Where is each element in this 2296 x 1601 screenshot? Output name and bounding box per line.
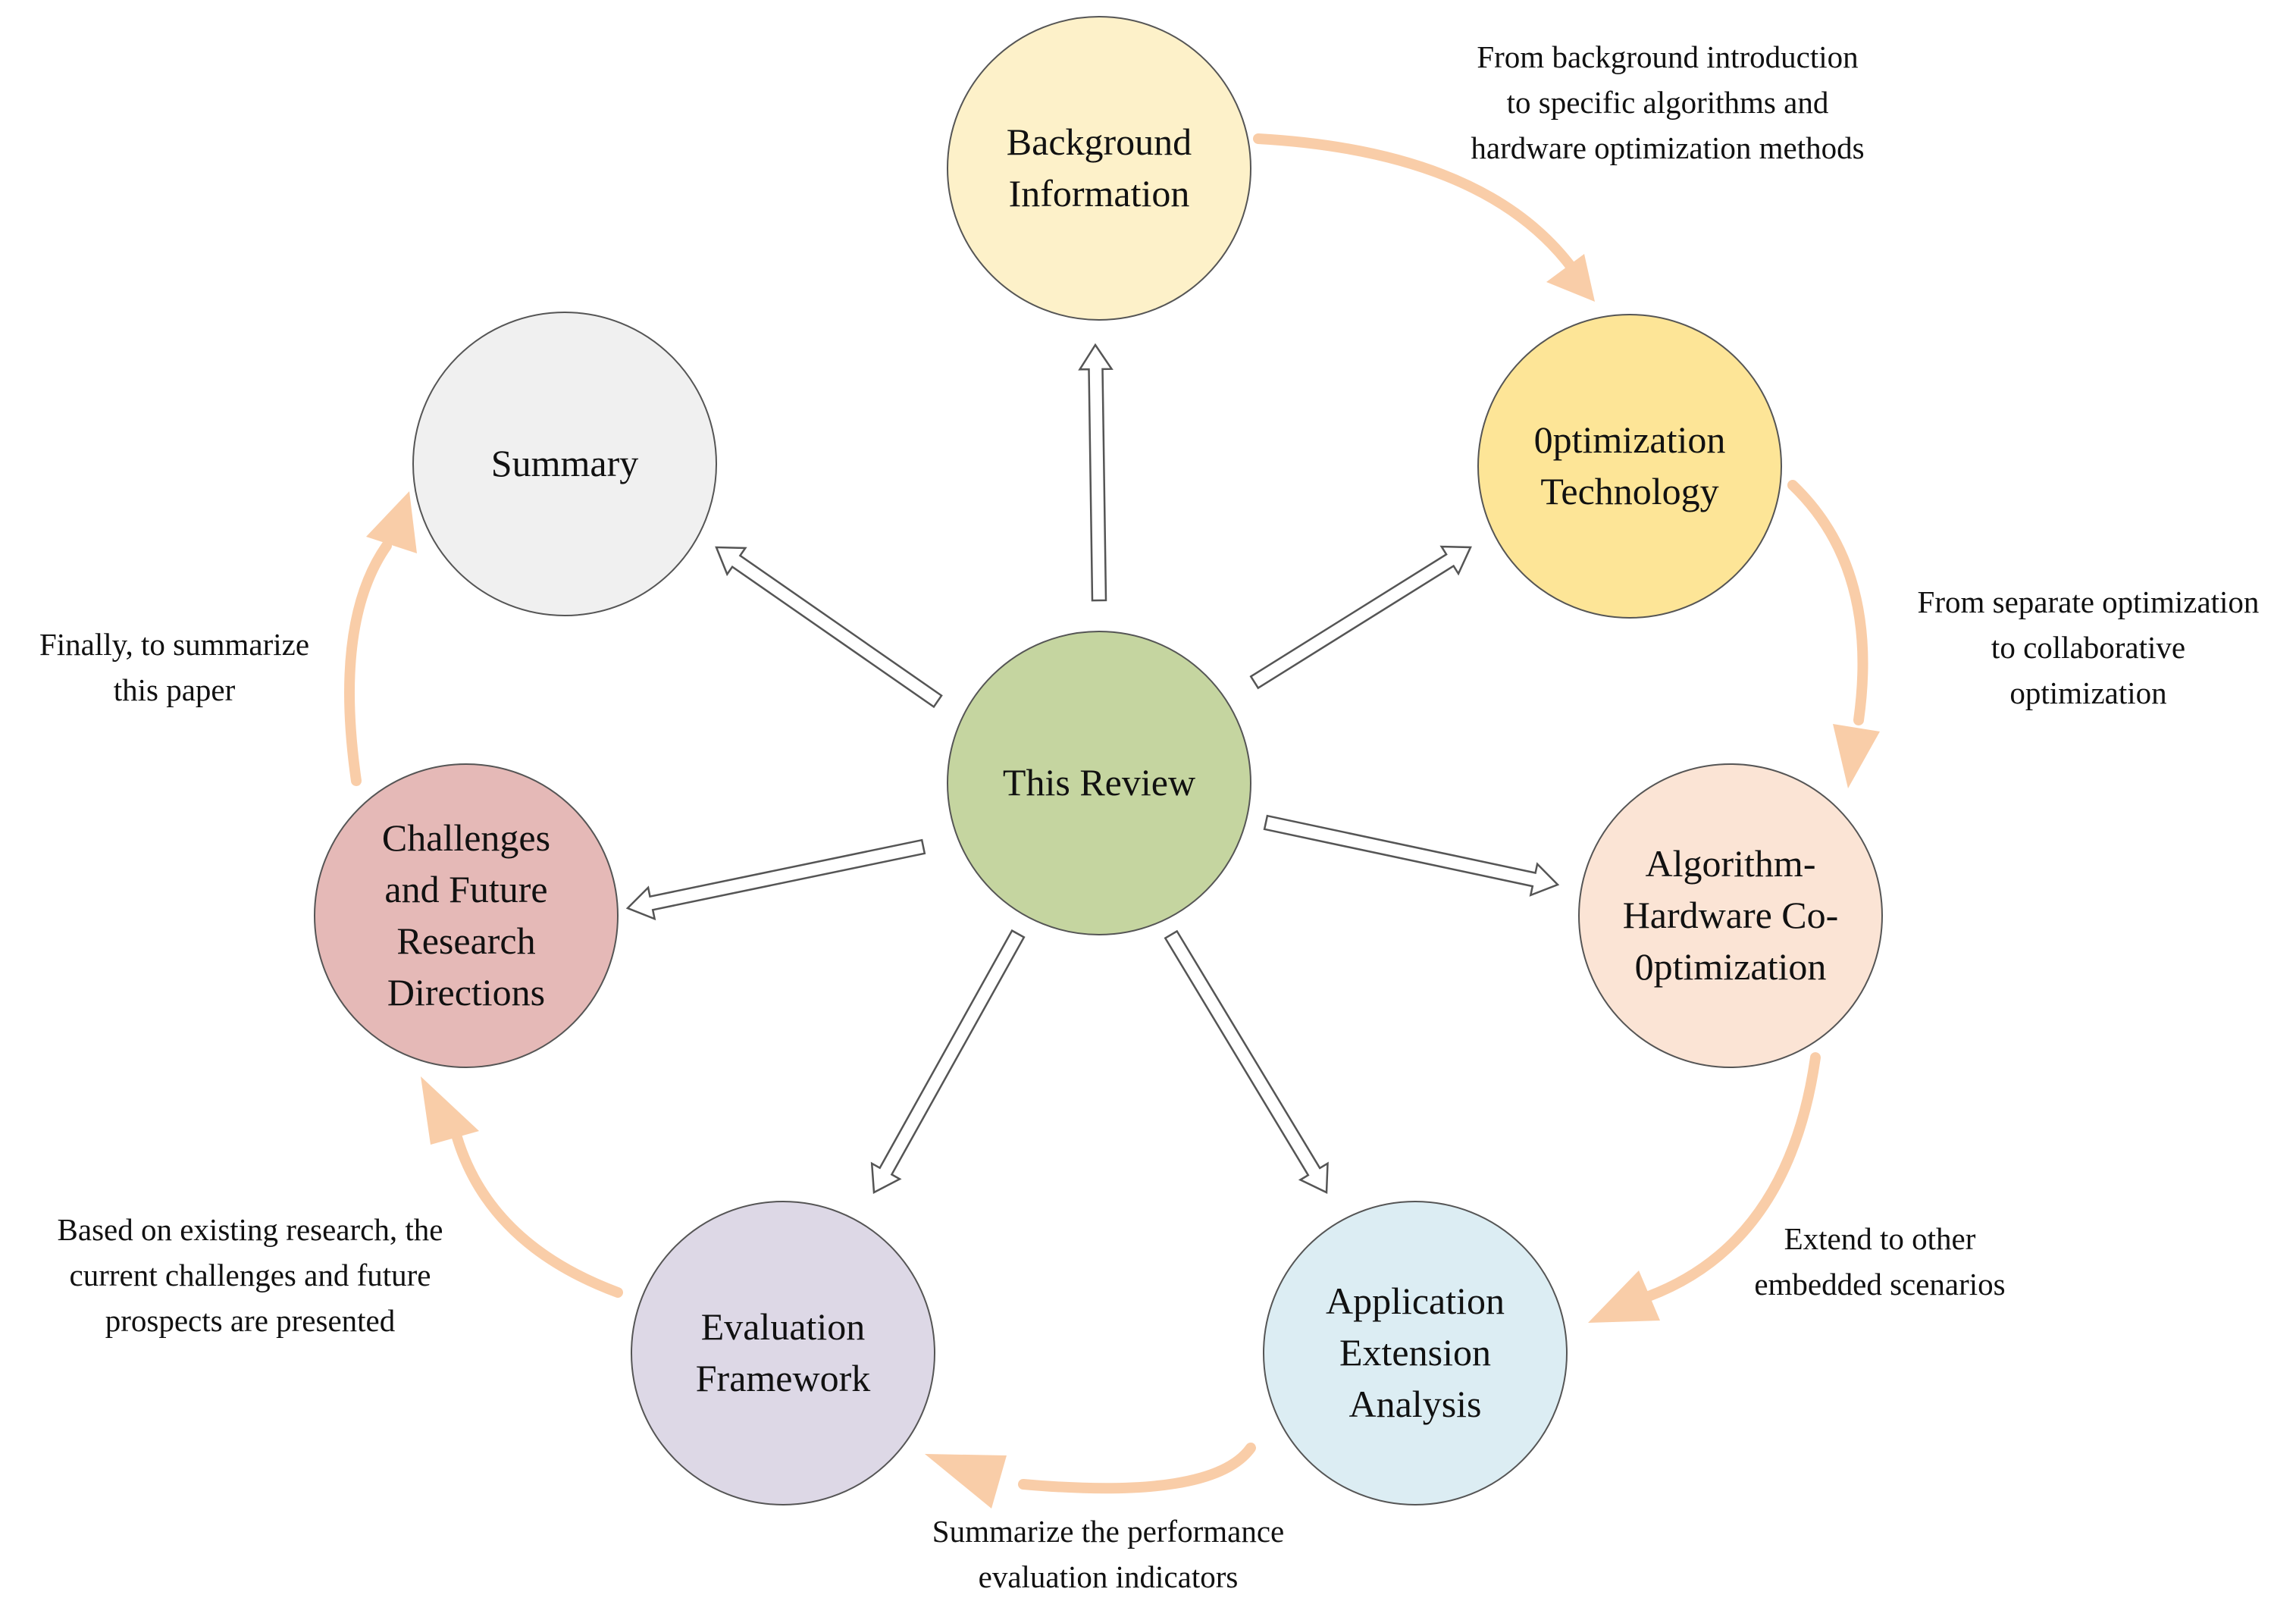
- text-line: Application: [1326, 1280, 1505, 1322]
- flow-arrow-application-to-evaluation: [925, 1443, 1256, 1509]
- caption-codesign-to-application: Extend to other embedded scenarios: [1754, 1221, 2005, 1302]
- arrow-center-to-application: [1164, 929, 1329, 1194]
- caption-background-to-optimization: From background introduction to specific …: [1471, 39, 1864, 165]
- text-line: Background: [1007, 121, 1192, 163]
- flow-arrow-background-to-optimization: [1253, 133, 1595, 302]
- node-center: This Review: [947, 631, 1251, 935]
- text-line: to collaborative: [1991, 630, 2185, 665]
- arrow-center-to-background: [1078, 343, 1114, 602]
- text-line: embedded scenarios: [1754, 1267, 2005, 1302]
- text-line: Evaluation: [701, 1305, 866, 1348]
- arrow-center-to-summary: [715, 546, 943, 709]
- flow-arrow-codesign-to-application: [1588, 1052, 1821, 1323]
- text-line: This Review: [1003, 761, 1195, 804]
- flow-arrow-optimization-to-codesign: [1787, 480, 1880, 788]
- text-line: hardware optimization methods: [1471, 130, 1864, 165]
- text-line: 0ptimization: [1635, 945, 1827, 988]
- flow-arrow-evaluation-to-challenges: [421, 1076, 623, 1298]
- text-line: Based on existing research, the: [58, 1212, 443, 1247]
- text-line: Research: [396, 920, 535, 962]
- text-line: to specific algorithms and: [1507, 85, 1829, 120]
- text-line: Summary: [491, 442, 638, 484]
- text-line: evaluation indicators: [979, 1559, 1239, 1594]
- radial-arrows: [625, 343, 1560, 1194]
- text-line: Hardware Co-: [1623, 894, 1839, 936]
- node-evaluation-circle: [631, 1201, 935, 1505]
- node-summary: Summary: [412, 312, 717, 616]
- arrow-center-to-evaluation: [870, 929, 1026, 1194]
- text-line: Information: [1009, 172, 1190, 215]
- text-line: From separate optimization: [1918, 584, 2260, 619]
- flow-arrow-challenges-to-summary: [344, 491, 417, 786]
- text-line: Technology: [1540, 470, 1718, 512]
- text-line: Framework: [696, 1357, 871, 1399]
- node-challenges-circle: [314, 763, 619, 1068]
- node-codesign-label: Algorithm- Hardware Co- 0ptimization: [1623, 842, 1839, 988]
- text-line: prospects are presented: [105, 1303, 396, 1338]
- text-line: Finally, to summarize: [39, 627, 309, 662]
- node-optimization-circle: [1477, 314, 1782, 619]
- text-line: Directions: [387, 971, 545, 1014]
- caption-optimization-to-codesign: From separate optimization to collaborati…: [1918, 584, 2260, 710]
- arrow-center-to-optimization: [1249, 545, 1472, 690]
- caption-challenges-to-summary: Finally, to summarize this paper: [39, 627, 309, 707]
- node-center-circle: [947, 631, 1251, 935]
- text-line: optimization: [2009, 675, 2166, 710]
- text-line: Challenges: [382, 816, 550, 859]
- caption-evaluation-to-challenges: Based on existing research, the current c…: [58, 1212, 443, 1338]
- text-line: Extend to other: [1784, 1221, 1976, 1256]
- text-line: 0ptimization: [1534, 418, 1726, 461]
- arrow-center-to-codesign: [1263, 814, 1560, 897]
- text-line: From background introduction: [1477, 39, 1858, 74]
- text-line: and Future: [384, 868, 547, 910]
- node-summary-circle: [412, 312, 717, 616]
- node-codesign-circle: [1578, 763, 1883, 1068]
- caption-application-to-evaluation: Summarize the performance evaluation indi…: [932, 1514, 1284, 1594]
- node-center-label: This Review: [1003, 761, 1195, 804]
- text-line: Analysis: [1349, 1383, 1482, 1425]
- text-line: Summarize the performance: [932, 1514, 1284, 1549]
- node-codesign: Algorithm- Hardware Co- 0ptimization: [1578, 763, 1883, 1068]
- text-line: Algorithm-: [1646, 842, 1816, 885]
- arrow-center-to-challenges: [625, 838, 926, 921]
- node-application-circle: [1263, 1201, 1568, 1505]
- flow-arrows: [344, 133, 1880, 1509]
- node-background-circle: [947, 16, 1251, 321]
- node-summary-label: Summary: [491, 442, 638, 484]
- text-line: current challenges and future: [70, 1258, 431, 1292]
- text-line: Extension: [1339, 1331, 1491, 1374]
- text-line: this paper: [114, 672, 236, 707]
